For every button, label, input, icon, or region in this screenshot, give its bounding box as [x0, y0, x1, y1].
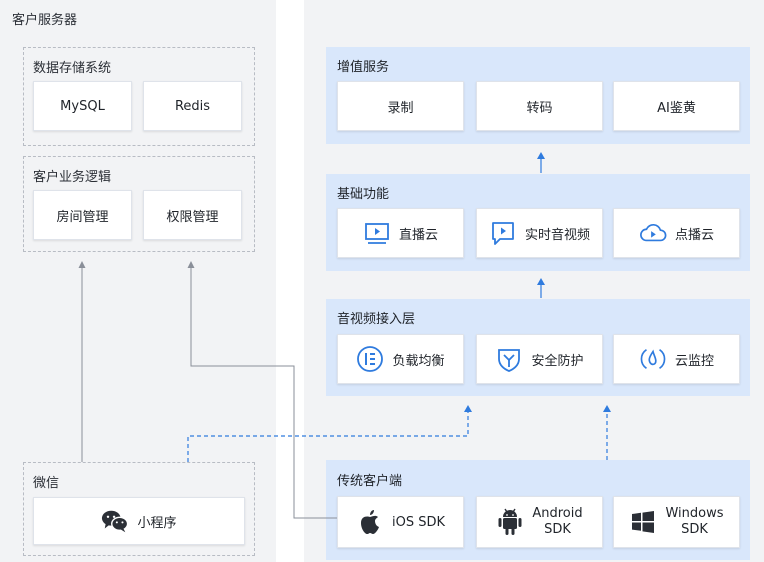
windows-sdk-card[interactable]: Windows SDK	[613, 496, 740, 548]
windows-icon	[629, 508, 657, 536]
vod-cloud-card[interactable]: 点播云	[613, 208, 740, 258]
android-sdk-label: Android SDK	[532, 506, 582, 538]
storage-group-title: 数据存储系统	[33, 61, 112, 76]
wechat-group-title: 微信	[33, 476, 60, 491]
redis-card[interactable]: Redis	[143, 81, 242, 131]
ios-sdk-label: iOS SDK	[391, 514, 445, 530]
value-added-title: 增值服务	[337, 60, 390, 75]
cloud-monitor-label: 云监控	[674, 353, 714, 369]
realtime-av-label: 实时音视频	[524, 227, 590, 243]
transcoding-label: 转码	[526, 100, 553, 116]
mysql-card[interactable]: MySQL	[33, 81, 132, 131]
windows-sdk-line1: Windows	[665, 506, 724, 521]
permission-management-label: 权限管理	[166, 209, 219, 225]
basic-functions-title: 基础功能	[337, 187, 390, 202]
mysql-label: MySQL	[60, 98, 105, 114]
cloud-monitor-card[interactable]: 云监控	[613, 334, 740, 384]
apple-icon	[356, 508, 384, 536]
transcoding-card[interactable]: 转码	[476, 81, 603, 131]
ios-sdk-card[interactable]: iOS SDK	[337, 496, 464, 548]
android-icon	[496, 508, 524, 536]
storage-group	[23, 47, 255, 146]
android-sdk-line2: SDK	[544, 522, 571, 537]
realtime-av-card[interactable]: 实时音视频	[476, 208, 603, 258]
wechat-icon	[101, 507, 129, 535]
av-access-title: 音视频接入层	[337, 312, 416, 327]
security-label: 安全防护	[531, 353, 584, 369]
live-cloud-label: 直播云	[398, 227, 438, 243]
business-logic-group	[23, 156, 255, 252]
load-balance-icon	[356, 345, 384, 373]
ai-porn-detection-label: AI鉴黄	[657, 100, 696, 116]
room-management-card[interactable]: 房间管理	[33, 190, 132, 240]
customer-server-title: 客户服务器	[12, 13, 78, 28]
shield-icon	[495, 345, 523, 373]
traditional-client-title: 传统客户端	[337, 474, 403, 489]
live-cloud-icon	[363, 219, 391, 247]
business-logic-title: 客户业务逻辑	[33, 170, 112, 185]
windows-sdk-label: Windows SDK	[665, 506, 723, 538]
room-management-label: 房间管理	[56, 209, 109, 225]
mini-program-card[interactable]: 小程序	[33, 497, 245, 545]
live-cloud-card[interactable]: 直播云	[337, 208, 464, 258]
security-card[interactable]: 安全防护	[476, 334, 603, 384]
redis-label: Redis	[174, 98, 211, 114]
permission-management-card[interactable]: 权限管理	[143, 190, 242, 240]
recording-label: 录制	[387, 100, 414, 116]
cloud-monitor-icon	[639, 345, 667, 373]
vod-cloud-label: 点播云	[674, 227, 714, 243]
ai-porn-detection-card[interactable]: AI鉴黄	[613, 81, 740, 131]
android-sdk-card[interactable]: Android SDK	[476, 496, 603, 548]
load-balance-label: 负载均衡	[392, 353, 445, 369]
mini-program-label: 小程序	[137, 515, 177, 531]
realtime-av-icon	[489, 219, 517, 247]
vod-cloud-icon	[639, 219, 667, 247]
load-balance-card[interactable]: 负载均衡	[337, 334, 464, 384]
recording-card[interactable]: 录制	[337, 81, 464, 131]
android-sdk-line1: Android	[532, 506, 583, 521]
windows-sdk-line2: SDK	[681, 522, 708, 537]
